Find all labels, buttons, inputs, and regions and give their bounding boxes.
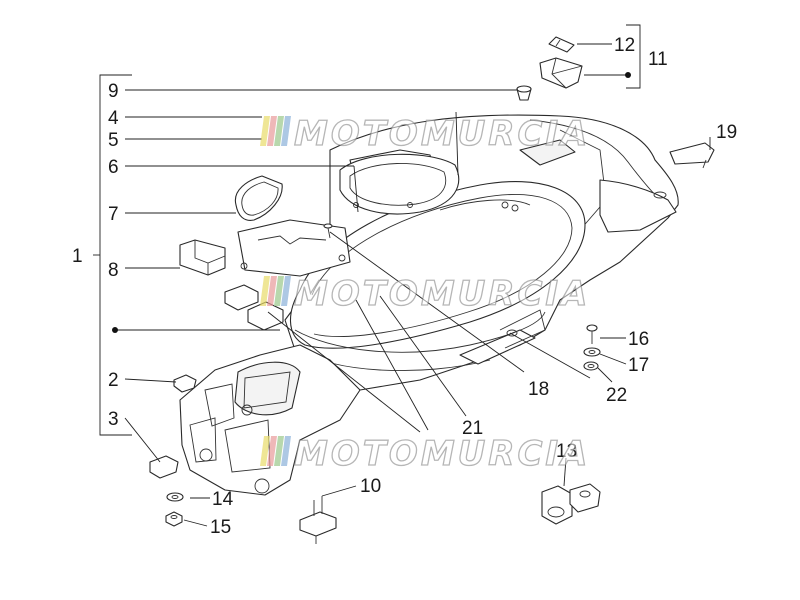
callout-19: 19 bbox=[716, 122, 737, 143]
stripe-yellow bbox=[260, 436, 270, 466]
callout-14: 14 bbox=[212, 489, 234, 510]
callout-21: 21 bbox=[462, 418, 483, 439]
callout-17: 17 bbox=[628, 355, 649, 376]
part-12-pin bbox=[548, 36, 575, 53]
stripe-red bbox=[267, 436, 277, 466]
part-22-washer bbox=[583, 361, 599, 371]
watermark-bottom: MOTOMURCIA bbox=[260, 433, 590, 475]
watermark-stripes bbox=[260, 116, 291, 146]
watermark-text-middle: MOTOMURCIA bbox=[294, 274, 590, 314]
watermark-stripes bbox=[260, 276, 291, 306]
watermark-top: MOTOMURCIA bbox=[260, 113, 590, 155]
callout-16: 16 bbox=[628, 329, 649, 350]
callout-3: 3 bbox=[108, 409, 119, 430]
callout-1: 1 bbox=[72, 246, 83, 267]
group-11-bracket bbox=[626, 24, 641, 89]
callout-13: 13 bbox=[556, 441, 577, 462]
callout-6: 6 bbox=[108, 157, 119, 178]
part-10-switch bbox=[299, 496, 337, 544]
stripe-green bbox=[274, 116, 284, 146]
watermark-text-bottom: MOTOMURCIA bbox=[294, 434, 590, 474]
stripe-blue bbox=[281, 276, 291, 306]
part-clip-a bbox=[224, 284, 259, 311]
part-clip-b bbox=[247, 301, 284, 331]
watermark-middle: MOTOMURCIA bbox=[260, 273, 590, 315]
part-8-box bbox=[179, 239, 226, 276]
stripe-red bbox=[267, 116, 277, 146]
bullet-dot-11 bbox=[625, 72, 631, 78]
watermark-text-top: MOTOMURCIA bbox=[294, 114, 590, 154]
callout-10: 10 bbox=[360, 476, 381, 497]
callout-22: 22 bbox=[606, 385, 627, 406]
part-15-nut bbox=[165, 511, 183, 527]
part-13-socket bbox=[541, 483, 601, 525]
callout-2: 2 bbox=[108, 370, 119, 391]
stripe-green bbox=[274, 436, 284, 466]
part-19-flap bbox=[669, 142, 715, 169]
part-17-washer bbox=[583, 347, 601, 357]
part-11-buffer bbox=[539, 57, 583, 89]
callout-11: 11 bbox=[648, 49, 668, 70]
stripe-yellow bbox=[260, 116, 270, 146]
callout-5: 5 bbox=[108, 130, 119, 151]
stripe-green bbox=[274, 276, 284, 306]
stripe-blue bbox=[281, 436, 291, 466]
stripe-blue bbox=[281, 116, 291, 146]
part-7-gasket bbox=[234, 175, 283, 221]
helmet-compartment-body bbox=[179, 114, 679, 496]
part-screw-small bbox=[323, 223, 333, 239]
leader-lines bbox=[115, 43, 711, 527]
part-16-screw bbox=[586, 324, 598, 344]
callout-15: 15 bbox=[210, 517, 231, 538]
callout-18: 18 bbox=[528, 379, 549, 400]
part-14-washer bbox=[166, 492, 184, 502]
part-2-clip bbox=[173, 374, 197, 393]
callout-labels: 9 4 5 6 7 1 8 2 3 14 15 10 12 11 19 16 1… bbox=[72, 35, 737, 538]
bullet-dot-1 bbox=[112, 327, 118, 333]
part-3-nut bbox=[149, 455, 179, 479]
stripe-red bbox=[267, 276, 277, 306]
callout-12: 12 bbox=[614, 35, 635, 56]
part-9-cap bbox=[516, 85, 532, 101]
callout-9: 9 bbox=[108, 81, 119, 102]
stripe-yellow bbox=[260, 276, 270, 306]
callout-8: 8 bbox=[108, 260, 119, 281]
callout-4: 4 bbox=[108, 108, 119, 129]
callout-7: 7 bbox=[108, 204, 119, 225]
watermark-stripes bbox=[260, 436, 291, 466]
